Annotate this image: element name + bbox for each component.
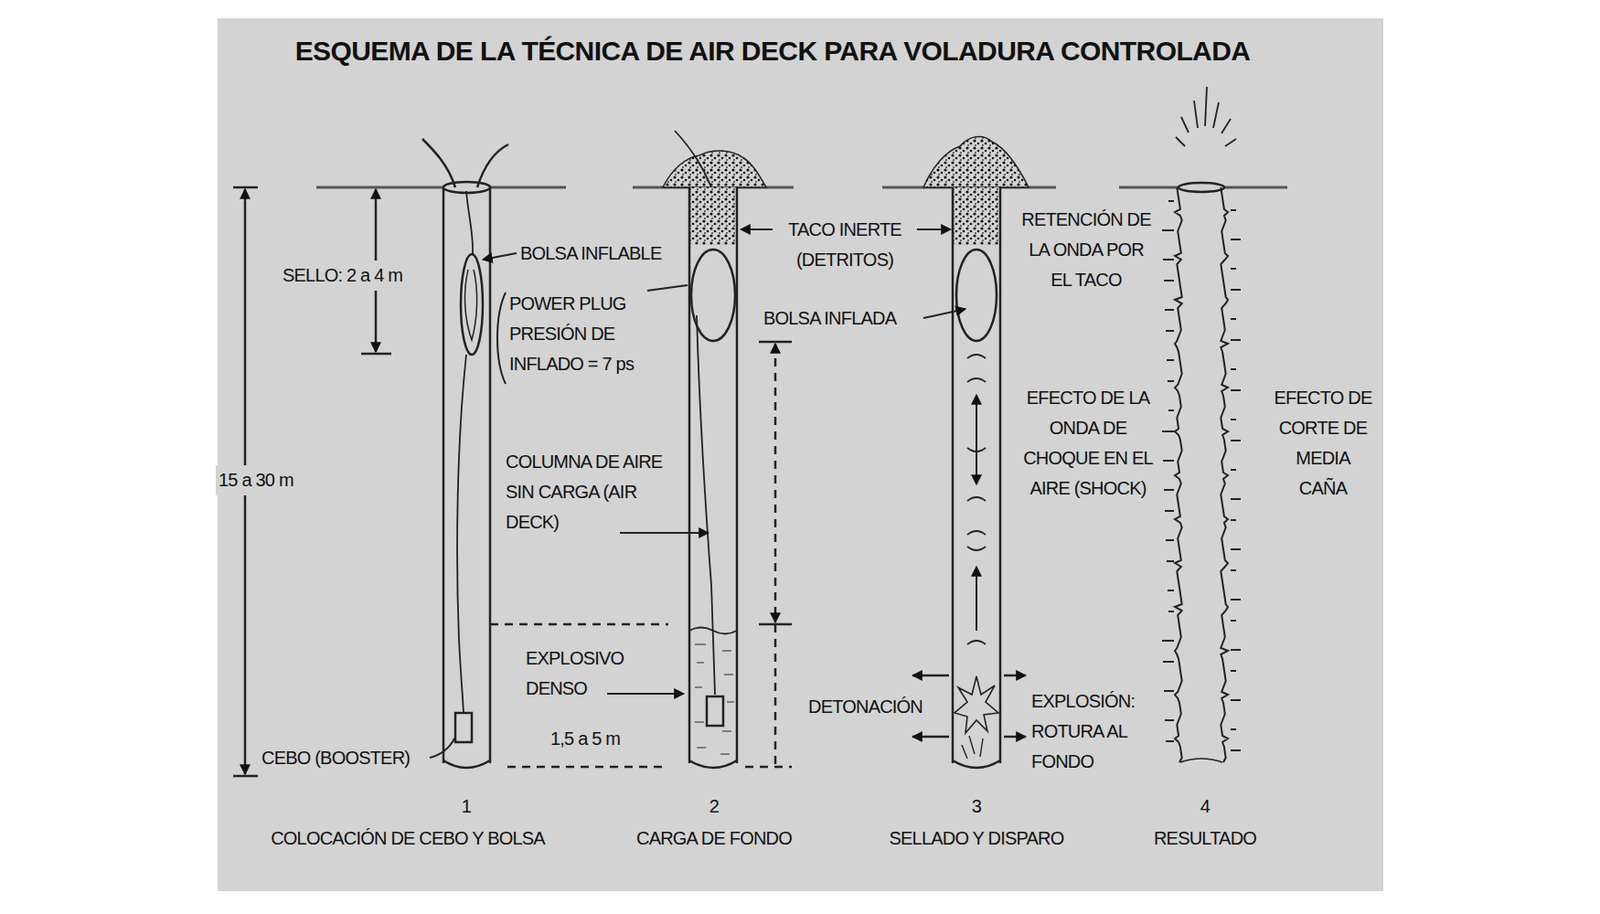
rock-fracture-tick: [1162, 229, 1174, 232]
rock-fracture-tick: [1165, 539, 1174, 542]
rock-fracture-tick: [1163, 489, 1174, 491]
rock-fracture-tick: [1162, 661, 1174, 663]
rock-fracture-tick: [1166, 560, 1174, 563]
callout-label: BOLSA INFLADA: [763, 303, 896, 334]
step-caption: SELLADO Y DISPARO: [889, 823, 1065, 854]
rock-fracture-tick: [1230, 368, 1237, 371]
rock-fracture-tick: [1230, 288, 1241, 291]
callout-label: BOLSA INFLABLE: [520, 238, 662, 269]
rock-fracture-tick: [1230, 728, 1237, 731]
rock-fracture-tick: [1165, 740, 1174, 743]
rock-fracture-tick: [1230, 598, 1241, 601]
rock-fracture-tick: [1163, 690, 1174, 693]
dimension: SELLO: 2 a 4 m: [279, 260, 406, 291]
rock-fracture-tick: [1230, 749, 1241, 752]
callout-label: CEBO (BOOSTER): [261, 743, 410, 774]
diagram-title: ESQUEMA DE LA TÉCNICA DE AIR DECK PARA V…: [295, 34, 1251, 68]
rock-fracture-tick: [1230, 339, 1241, 342]
rock-fracture-tick: [1167, 589, 1174, 592]
callout-label: COLUMNA DE AIRE SIN CARGA (AIR DECK): [505, 447, 680, 538]
step-caption: COLOCACIÓN DE CEBO Y BOLSA: [270, 823, 545, 854]
rock-fracture-tick: [1230, 238, 1241, 241]
effect-note: EFECTO DE LA ONDA DE CHOQUE EN EL AIRE (…: [1017, 383, 1160, 504]
rock-fracture-tick: [1163, 279, 1174, 282]
rock-fracture-tick: [1165, 330, 1174, 332]
dimension: 1,5 a 5 m: [550, 724, 620, 755]
rock-fracture-tick: [1230, 619, 1237, 622]
rock-fracture-tick: [1230, 699, 1241, 702]
rock-fracture-tick: [1168, 200, 1174, 203]
callout-label: EXPLOSIVO DENSO: [525, 643, 654, 704]
callout-label: DETONACIÓN: [808, 692, 923, 723]
callout-label: TACO INERTE (DETRITOS): [771, 214, 918, 276]
rock-fracture-tick: [1164, 309, 1174, 311]
rock-fracture-tick: [1230, 519, 1237, 522]
rock-fracture-tick: [1230, 318, 1237, 320]
step-number: 2: [709, 791, 719, 822]
callout-label: POWER PLUG PRESIÓN DE INFLADO = 7 ps: [509, 288, 674, 380]
rock-fracture-tick: [1164, 510, 1174, 512]
step-number: 4: [1200, 791, 1210, 822]
rock-fracture-tick: [1162, 258, 1174, 261]
rock-fracture-tick: [1166, 359, 1174, 362]
rock-fracture-tick: [1230, 209, 1237, 212]
dimension: 15 a 30 m: [215, 465, 297, 496]
step-caption: CARGA DE FONDO: [636, 823, 792, 854]
rock-fracture-tick: [1162, 459, 1174, 462]
step-number: 3: [971, 791, 982, 822]
callout-label: EXPLOSIÓN: ROTURA AL FONDO: [1031, 686, 1155, 778]
step-caption: RESULTADO: [1153, 823, 1257, 854]
rock-fracture-tick: [1230, 670, 1237, 672]
rock-fracture-tick: [1162, 640, 1174, 642]
rock-fracture-tick: [1230, 439, 1241, 442]
rock-fracture-tick: [1168, 610, 1174, 613]
rock-fracture-tick: [1230, 389, 1241, 392]
effect-note: EFECTO DE CORTE DE MEDIA CAÑA: [1271, 383, 1375, 504]
rock-fracture-tick: [1168, 409, 1174, 412]
rock-fracture-tick: [1230, 498, 1241, 501]
rock-fracture-tick: [1164, 719, 1174, 722]
effect-note: RETENCIÓN DE LA ONDA POR EL TACO: [1017, 204, 1155, 296]
rock-fracture-tick: [1230, 569, 1237, 572]
rock-fracture-tick: [1230, 469, 1237, 471]
rock-fracture-tick: [1167, 380, 1174, 383]
rock-fracture-tick: [1230, 649, 1241, 651]
rock-fracture-tick: [1230, 267, 1237, 270]
rock-fracture-tick: [1230, 418, 1237, 421]
step-number: 1: [461, 791, 471, 822]
rock-fracture-tick: [1162, 430, 1174, 433]
rock-fracture-tick: [1230, 548, 1241, 551]
